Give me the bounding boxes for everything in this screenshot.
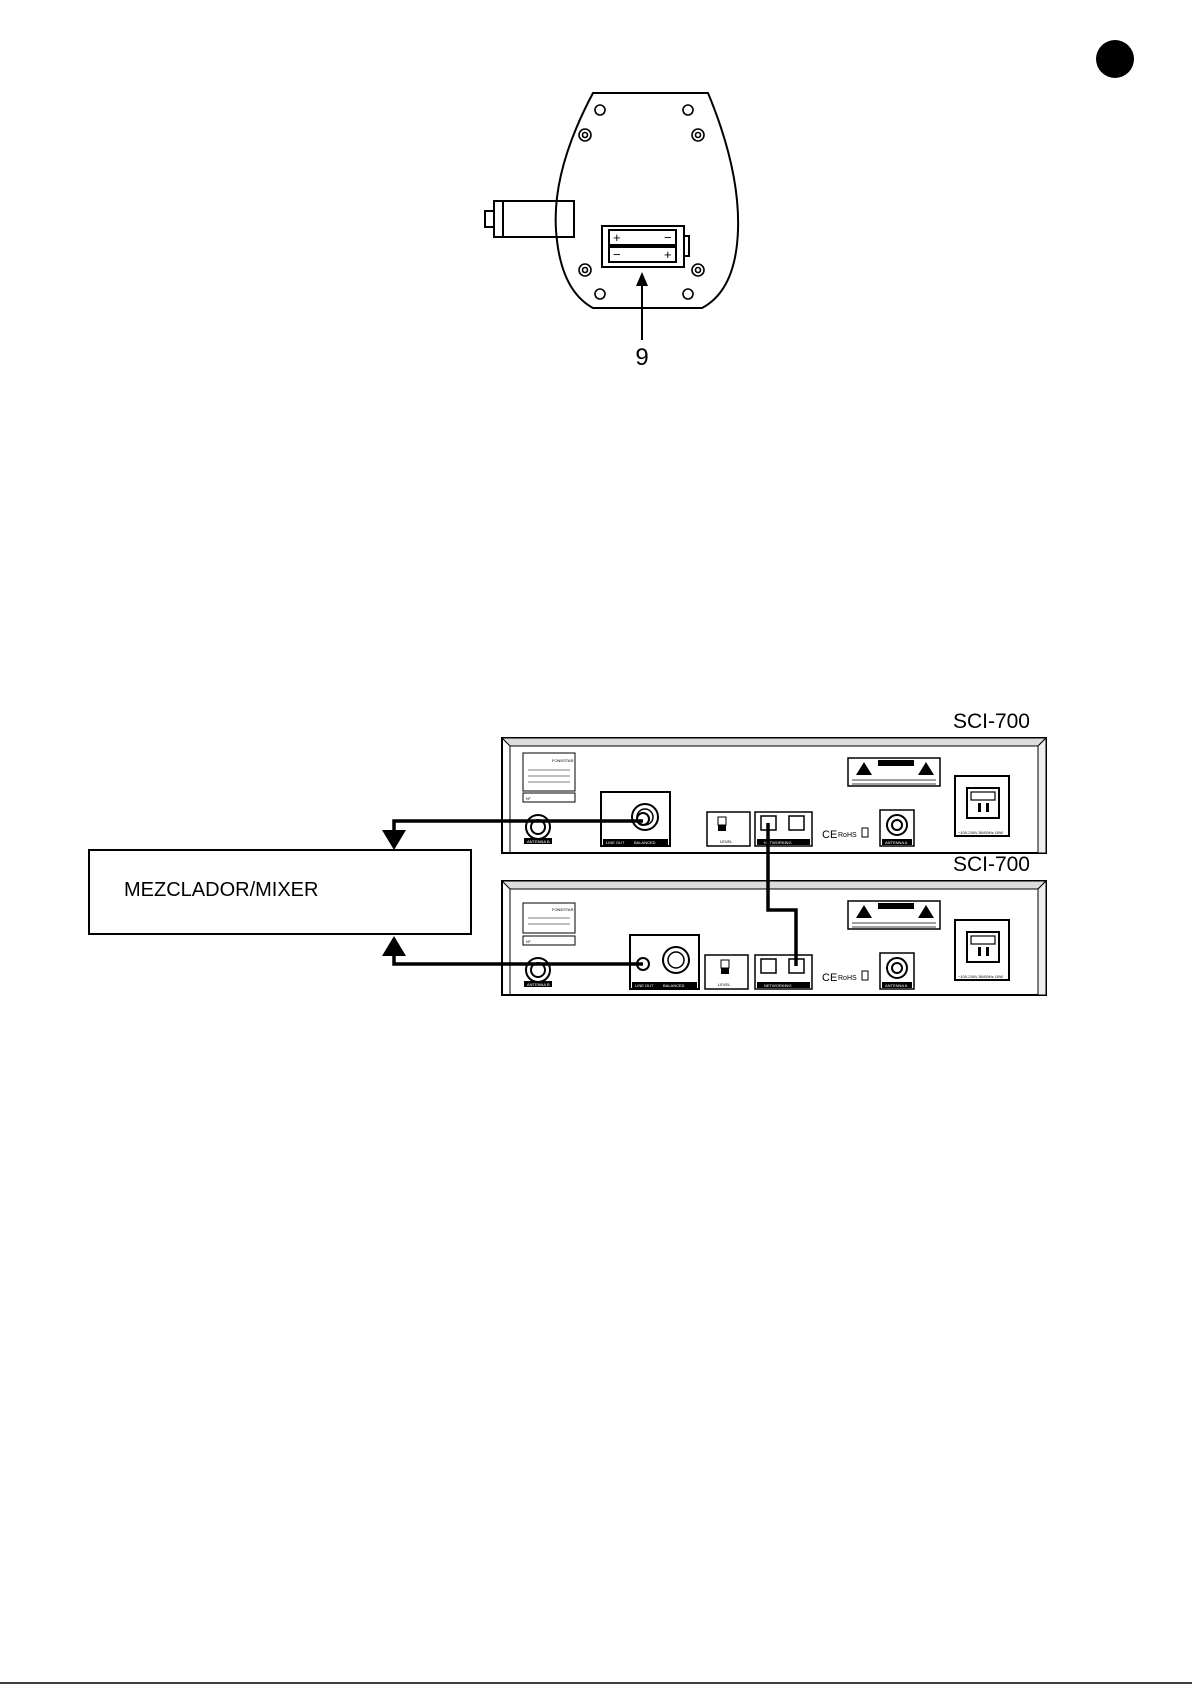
unit-2-antenna-a: ANTENNA A (885, 983, 908, 988)
unit-2-power: ~100-240V 50/60Hz 10W (958, 974, 1003, 979)
battery-plus-bottom: + (664, 247, 672, 262)
receiver-unit-1: SCI-700 FONESTAR Nº ANTENNA B LINE OUT B… (502, 710, 1046, 853)
unit-2-serial: Nº (526, 939, 531, 944)
unit-1-model: SCI-700 (953, 710, 1030, 733)
unit-2-balanced: BALANCED (663, 983, 685, 988)
battery-plus-top: + (613, 230, 621, 245)
battery-minus-bottom: − (613, 247, 621, 262)
arrow-into-mixer-bottom (382, 936, 406, 956)
screw-holes (579, 105, 704, 299)
mixer-box: MEZCLADOR/MIXER (89, 850, 471, 934)
unit-1-level: LEVEL (720, 839, 733, 844)
unit-2-level: LEVEL (718, 982, 731, 987)
cable-unit1-to-mixer (394, 821, 643, 840)
unit-2-model: SCI-700 (953, 853, 1030, 876)
receiver-unit-2: SCI-700 FONESTAR Nº ANTENNA B LINE OUT B… (502, 853, 1046, 995)
arrow-into-mixer-top (382, 830, 406, 850)
unit-1-power: ~100-240V 50/60Hz 10W (958, 830, 1003, 835)
unit-1-antenna-a: ANTENNA A (885, 840, 908, 845)
unit-2-networking: NETWORKING (764, 983, 792, 988)
page-marker-dot (1096, 40, 1134, 78)
mixer-label: MEZCLADOR/MIXER (124, 879, 318, 901)
unit-2-brand: FONESTAR (552, 907, 574, 912)
unit-1-ce: CE (822, 829, 837, 841)
callout-arrow-head (636, 272, 648, 286)
unit-1-rohs: RoHS (838, 832, 857, 839)
battery-minus-top: − (664, 230, 672, 245)
unit-1-antenna-b: ANTENNA B (527, 839, 550, 844)
transmitter-back-view: + − − + 9 (485, 93, 738, 371)
unit-2-line-out: LINE OUT (635, 983, 654, 988)
unit-2-ce: CE (822, 972, 837, 984)
unit-1-serial: Nº (526, 796, 531, 801)
unit-1-balanced: BALANCED (634, 840, 656, 845)
unit-2-antenna-b: ANTENNA B (527, 982, 550, 987)
callout-number-9: 9 (635, 344, 648, 371)
cables (394, 821, 796, 966)
cable-unit2-to-mixer (394, 945, 643, 964)
unit-1-line-out: LINE OUT (606, 840, 625, 845)
unit-1-brand: FONESTAR (552, 758, 574, 763)
side-jack-connector (485, 201, 574, 237)
unit-2-rohs: RoHS (838, 975, 857, 982)
